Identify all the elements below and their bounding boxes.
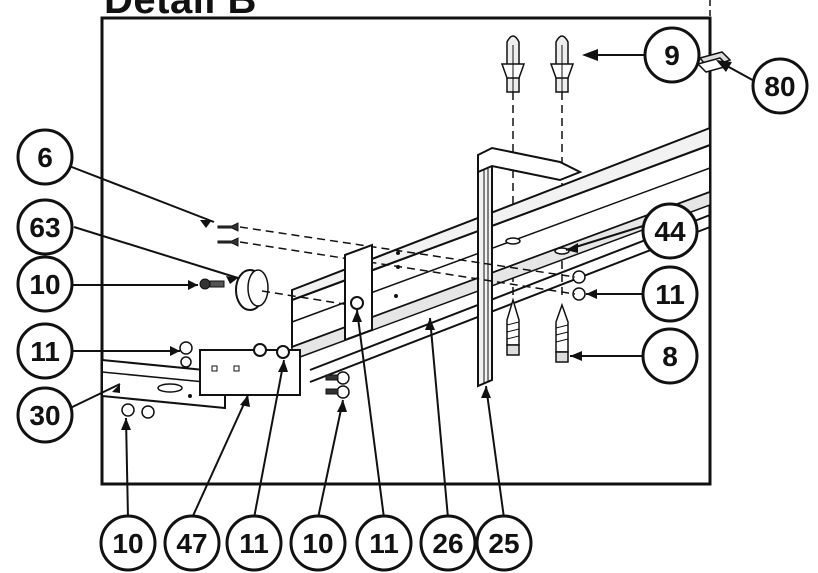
part-9-anchor-left [500,35,526,93]
callout-11: 11 [641,265,699,323]
callout-circle [16,322,74,380]
callout-circle [289,514,347,572]
callout-circle [641,202,699,260]
part-63-bumper [235,269,269,311]
part-47-plate [199,343,301,396]
part-11-nuts-right [572,270,586,301]
part-25-bracket [477,146,583,388]
callout-label: 11 [655,279,685,310]
part-8-screw-left [506,297,520,356]
callout-label: 11 [30,336,60,367]
callout-label: 8 [662,341,678,372]
callout-circle [641,327,699,385]
part-10-bolt-left [199,278,225,290]
part-10-bolts-bottom [121,371,350,419]
callout-circle [355,514,413,572]
callout-11: 11 [225,514,283,572]
callout-circle [16,386,74,444]
callout-circle [419,514,477,572]
part-11-nut-left [179,341,193,368]
callout-47: 47 [163,514,221,572]
callout-circle [163,514,221,572]
callout-label: 30 [29,400,60,431]
part-6-screws [217,222,239,247]
callout-label: 47 [176,528,207,559]
callout-25: 25 [475,514,533,572]
callout-80: 80 [751,57,809,115]
callout-circle [641,265,699,323]
callout-label: 6 [37,142,53,173]
callout-circle [643,26,701,84]
callout-10: 10 [16,255,74,313]
callout-11: 11 [355,514,413,572]
callout-10: 10 [289,514,347,572]
callout-label: 63 [29,212,60,243]
callout-circle [16,255,74,313]
callout-label: 80 [764,71,795,102]
callout-label: 11 [369,528,399,559]
callout-label: 10 [302,528,333,559]
callout-6: 6 [16,128,74,186]
callout-label: 10 [29,269,60,300]
callout-44: 44 [641,202,699,260]
callout-circle [16,128,74,186]
callout-63: 63 [16,198,74,256]
callout-label: 25 [488,528,519,559]
callout-label: 26 [432,528,463,559]
callout-circle [16,198,74,256]
rail-end-plate [344,243,373,342]
callout-group: 9 80 6 63 44 10 11 11 8 30 10 47 11 10 11 26 25 [16,26,809,572]
callout-10: 10 [99,514,157,572]
callout-9: 9 [643,26,701,84]
callout-circle [475,514,533,572]
part-26-rail [291,126,711,383]
detail-frame [100,16,712,486]
callout-30: 30 [16,386,74,444]
callout-label: 11 [239,528,269,559]
callout-11: 11 [16,322,74,380]
callout-circle [99,514,157,572]
leader-lines [63,54,759,519]
callout-circle [225,514,283,572]
callout-label: 10 [112,528,143,559]
callout-label: 44 [654,216,686,247]
part-9-anchor-right [549,35,575,93]
part-8-screw-right [555,302,569,363]
callout-label: 9 [664,40,680,71]
callout-8: 8 [641,327,699,385]
callout-26: 26 [419,514,477,572]
callout-circle [751,57,809,115]
leader-arrowheads [112,49,732,430]
